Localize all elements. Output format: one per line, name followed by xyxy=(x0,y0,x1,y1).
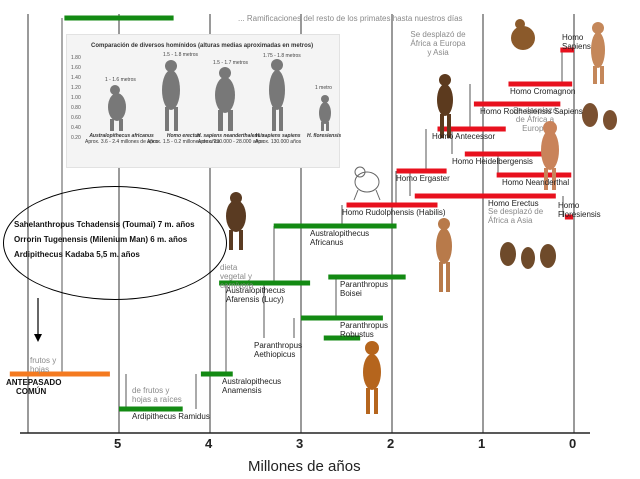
inset-species: H. floresiensis xyxy=(307,133,341,139)
ancestor-label: ANTEPASADO xyxy=(6,378,62,387)
timeline-bar-ramificaciones xyxy=(64,15,174,21)
inset-y-label: 1.00 xyxy=(71,95,81,101)
bar-label-antecessor: Homo Antecessor xyxy=(432,132,496,141)
bar-label-ramidus: Ardipithecus Ramidus xyxy=(132,412,210,421)
spread-note: Se desplazó de África a Asia xyxy=(488,207,544,225)
inset-species-detail: Aprox. 1.5 - 0.2 millones de años xyxy=(147,139,221,145)
timeline-bar-cromagnon xyxy=(508,81,573,87)
axis-tick-label: 4 xyxy=(205,436,213,451)
inset-species-name: Australopithecus africanus xyxy=(89,133,154,139)
height-comparison-inset: Comparación de diversos homínidos (altur… xyxy=(66,34,341,168)
inset-y-label: 1.80 xyxy=(71,55,81,61)
inset-height-label: 1.75 - 1.8 metros xyxy=(263,53,301,59)
bar-label-rodhesiensis: Homo Rodhesiensis Sapiens xyxy=(480,107,583,116)
timeline-bar-sapiens xyxy=(560,47,574,53)
hominid-silhouette-sapiens xyxy=(269,70,285,110)
inset-height-label: 1 metro xyxy=(315,85,332,91)
early-hominid-line: Ardipithecus Kadaba 5,5 m. años xyxy=(14,250,140,259)
hominid-silhouette-erectus xyxy=(162,70,180,110)
bar-label-neanderthal: Homo Neanderthal xyxy=(502,178,570,187)
ellipse-arrowhead xyxy=(34,334,42,342)
bar-label-erectus: Homo Erectus xyxy=(488,199,539,208)
inset-species-name: H. sapiens neanderthalensis xyxy=(197,133,265,139)
timeline-bar-africanus xyxy=(273,223,397,229)
inset-y-label: 0.80 xyxy=(71,105,81,111)
early-hominids-ellipse xyxy=(3,186,227,300)
ancestor-diet-note: frutos y hojas xyxy=(30,356,57,374)
spread-note: Se desplazó de África a Europa y Asia xyxy=(410,30,466,57)
hominid-silhouette-floresiensis xyxy=(319,102,331,124)
axis-tick-label: 5 xyxy=(114,436,122,451)
diet-note: dieta vegetal y carnívora xyxy=(220,263,254,290)
inset-height-label: 1.5 - 1.8 metros xyxy=(163,52,199,58)
inset-species: Homo erectus Aprox. 1.5 - 0.2 millones d… xyxy=(147,133,220,145)
inset-height-label: 1 - 1.6 metros xyxy=(105,77,136,83)
spread-note: Se desplazó de África a Europa xyxy=(512,106,558,133)
timeline-bar-antecessor xyxy=(437,126,506,132)
inset-species-detail: Aprox. 230.000 - 28.000 años xyxy=(197,139,264,145)
ramificaciones-label: ... Ramificaciones del resto de los prim… xyxy=(238,14,463,23)
timeline-bar-boisei xyxy=(328,274,406,280)
timeline-bar-erectus xyxy=(414,193,556,199)
inset-title: Comparación de diversos homínidos (altur… xyxy=(91,43,314,49)
inset-species-name: H. floresiensis xyxy=(307,133,342,139)
inset-species-name: H. sapiens sapiens xyxy=(255,133,301,139)
bar-label-ergaster: Homo Ergaster xyxy=(396,174,450,183)
early-hominid-line: Orrorin Tugenensis (Milenium Man) 6 m. a… xyxy=(14,235,188,244)
inset-y-label: 0.60 xyxy=(71,115,81,121)
inset-species: H. sapiens neanderthalensis Aprox. 230.0… xyxy=(197,133,265,145)
bar-label-habilis: Homo Rudolphensis (Habilis) xyxy=(342,208,446,217)
early-hominid-line: Sahelanthropus Tchadensis (Toumai) 7 m. … xyxy=(14,220,195,229)
inset-figures xyxy=(108,59,331,131)
timeline-bar-ancestro xyxy=(9,371,110,377)
timeline-bar-robustus xyxy=(301,315,383,321)
timeline-bar-floresiensis xyxy=(564,214,574,220)
timeline-bar-ergaster xyxy=(396,168,447,174)
bar-label-cromagnon: Homo Cromagnon xyxy=(510,87,576,96)
timeline-bar-afarensis xyxy=(219,280,311,286)
inset-species-name: Homo erectus xyxy=(166,133,201,139)
axis-tick-label: 3 xyxy=(296,436,304,451)
timeline-bar-anamensis xyxy=(200,371,233,377)
inset-species: Australopithecus africanus Aprox. 3.6 - … xyxy=(85,133,158,145)
timeline-bar-habilis xyxy=(346,202,438,208)
inset-y-label: 0.40 xyxy=(71,125,81,131)
hominid-silhouette-africanus xyxy=(108,93,126,121)
inset-height-label: 1.5 - 1.7 metros xyxy=(213,60,249,66)
axis-tick-label: 2 xyxy=(387,436,395,451)
timeline-bar-neanderthal xyxy=(496,172,572,178)
inset-species-detail: Aprox. 130.000 años xyxy=(255,139,302,145)
axis-tick-label: 1 xyxy=(478,436,486,451)
inset-y-label: 1.40 xyxy=(71,75,81,81)
axis-tick-label: 0 xyxy=(569,436,577,451)
inset-species-detail: Aprox. 3.6 - 2.4 millones de años xyxy=(85,139,159,145)
diet-note: de frutos y hojas a raíces xyxy=(132,386,182,404)
inset-y-label: 1.20 xyxy=(71,85,81,91)
x-axis-title: Millones de años xyxy=(248,458,361,475)
timeline-bar-ramidus xyxy=(119,406,183,412)
timeline-bar-aethiopicus xyxy=(323,335,361,341)
hominid-silhouette-neanderthal xyxy=(215,77,235,113)
timeline-bar-heidelbergensis xyxy=(464,151,547,157)
inset-y-label: 1.60 xyxy=(71,65,81,71)
timeline-bar-rodhesiensis xyxy=(473,101,561,107)
ancestor-label: COMÚN xyxy=(16,387,47,396)
inset-species: H. sapiens sapiens Aprox. 130.000 años xyxy=(255,133,301,145)
inset-y-label: 0.20 xyxy=(71,135,81,141)
bar-label-heidelbergensis: Homo Heidelbergensis xyxy=(452,157,533,166)
